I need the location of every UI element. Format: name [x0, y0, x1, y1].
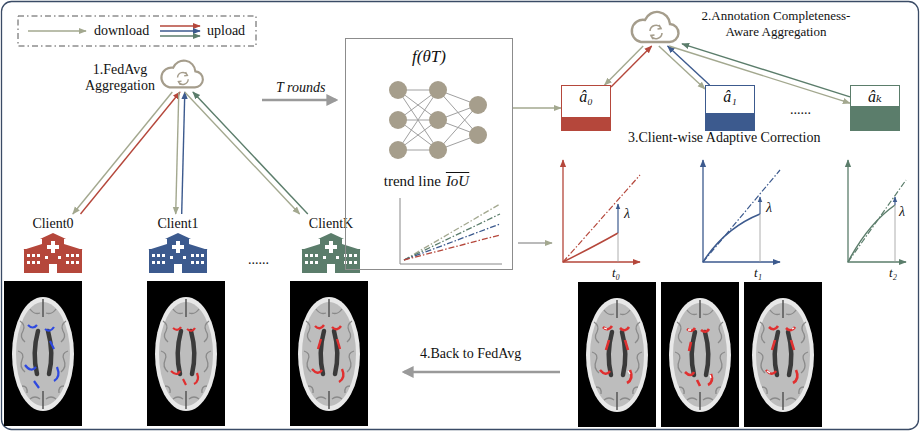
completeness-symbol: âₖ	[868, 88, 882, 106]
hospital-icons	[23, 233, 361, 273]
download-arrow	[669, 46, 850, 103]
cloud-outline	[161, 61, 203, 88]
ellipsis: ......	[248, 252, 269, 268]
cloud-shape	[158, 56, 206, 92]
upload-arrow	[611, 46, 652, 87]
rounds-arrow	[262, 99, 336, 102]
upload-sample	[160, 25, 200, 26]
caption-text: trend line	[384, 173, 441, 189]
upload-arrow	[182, 92, 185, 214]
time-label: t₁	[754, 265, 762, 281]
download-arrow	[185, 92, 300, 214]
server-cloud: 1.FedAvg Aggregation	[158, 56, 206, 92]
ellipsis: ......	[790, 102, 811, 118]
download-arrow	[513, 107, 561, 108]
brain-scans-left	[4, 281, 368, 426]
legend-text: download	[94, 23, 149, 39]
time-label: t₂	[889, 265, 897, 281]
sync-icon	[650, 25, 662, 39]
model-box: f(θT) trend line IoU	[345, 38, 513, 270]
step-label: 2.Annotation Completeness-Aware Aggregat…	[688, 8, 864, 40]
cloud-shape	[628, 8, 682, 46]
download-arrow	[659, 46, 705, 89]
metric-symbol: IoU	[446, 173, 469, 189]
completeness-box: â₁	[705, 85, 755, 131]
network-icon	[389, 81, 487, 159]
step-label: 1.FedAvg Aggregation	[84, 62, 156, 94]
completeness-symbol: â₁	[723, 88, 737, 106]
cloud-outline	[632, 12, 679, 42]
correction-arrow	[518, 242, 552, 243]
time-label: t₀	[612, 265, 620, 281]
correction-chart	[563, 160, 640, 262]
client-hospital: Client1	[143, 214, 213, 272]
rounds-label: T rounds	[276, 80, 325, 96]
back-arrow	[404, 371, 560, 374]
upload-arrow	[193, 92, 308, 214]
brain-scans-right	[578, 282, 822, 427]
completeness-box: â₀	[561, 85, 611, 131]
model-formula: f(θT)	[346, 47, 512, 67]
lambda-label: λ	[766, 200, 772, 216]
client-name: Client1	[157, 216, 198, 232]
legend-text: upload	[207, 23, 245, 39]
legend-box	[18, 16, 256, 46]
download-arrow	[73, 92, 173, 214]
client-name: Client0	[32, 216, 73, 232]
sync-icon	[178, 72, 189, 84]
download-sample	[28, 30, 86, 31]
lambda-label: λ	[899, 204, 905, 220]
server-cloud: 2.Annotation Completeness-Aware Aggregat…	[628, 8, 682, 46]
correction-chart	[848, 160, 906, 262]
download-arrow	[176, 92, 179, 214]
client-hospital: ClientK	[296, 214, 366, 272]
completeness-box: âₖ	[850, 85, 900, 131]
trend-chart	[400, 198, 502, 264]
download-arrow	[605, 46, 644, 85]
correction-chart	[703, 160, 780, 262]
step-label: 4.Back to FedAvg	[420, 346, 521, 362]
chart-caption: trend line IoU	[346, 171, 512, 191]
step-label: 3.Client-wise Adaptive Correction	[628, 130, 820, 146]
completeness-symbol: â₀	[579, 88, 593, 106]
client-name: ClientK	[309, 216, 353, 232]
upload-sample	[160, 35, 200, 36]
client-hospital: Client0	[18, 214, 88, 272]
lambda-label: λ	[624, 206, 630, 222]
upload-arrow	[81, 92, 181, 214]
upload-sample	[160, 30, 200, 31]
